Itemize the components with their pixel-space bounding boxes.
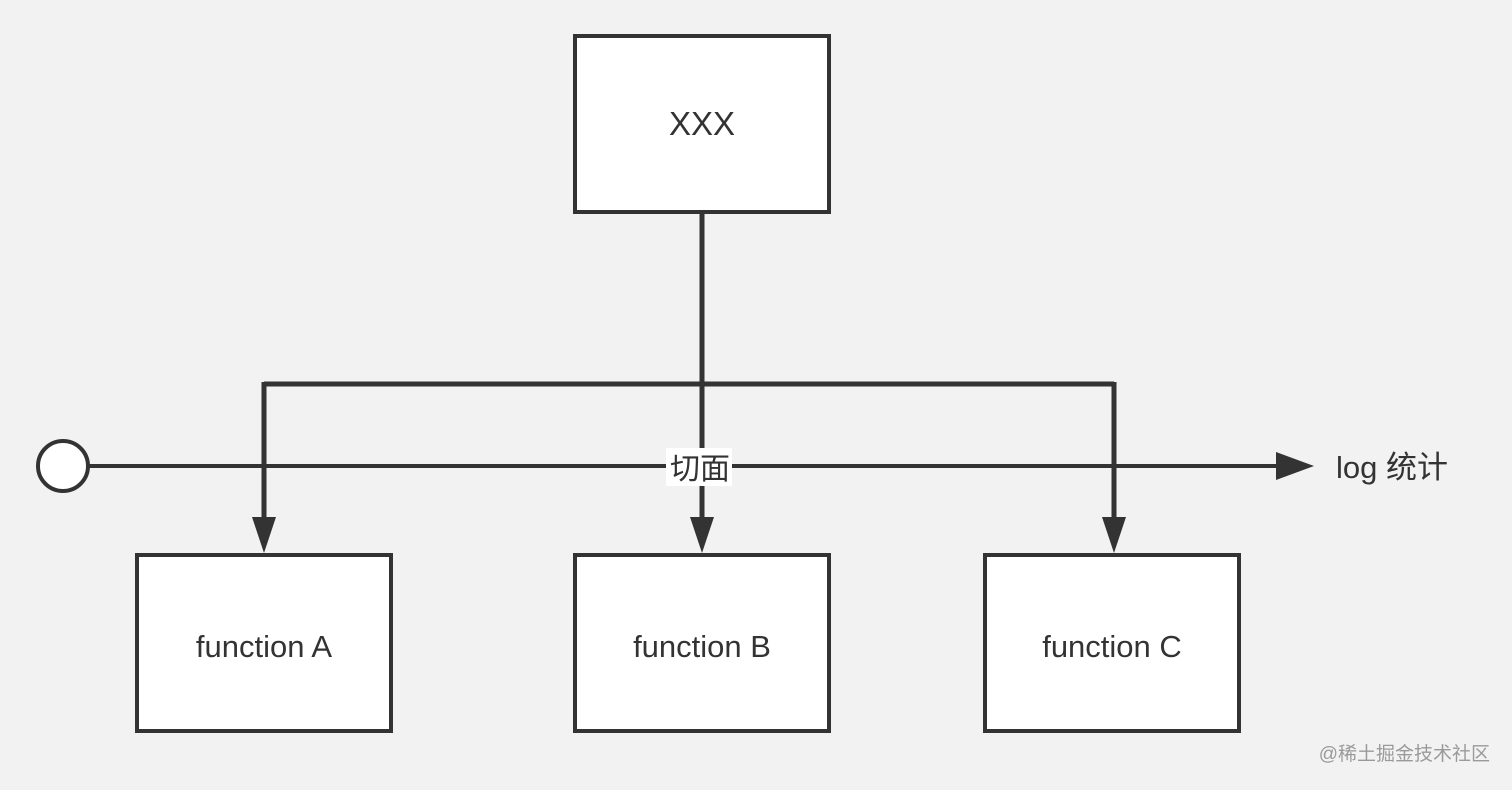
node-function-b-label: function B — [633, 629, 771, 664]
node-xxx: XXX — [573, 34, 831, 214]
node-function-c: function C — [983, 553, 1241, 733]
node-function-c-label: function C — [1042, 629, 1182, 664]
output-label: log 统计 — [1336, 450, 1448, 485]
aspect-label: 切面 — [670, 453, 730, 486]
aspect-label-group: 切面 — [666, 448, 732, 486]
aspect-arrowhead — [1276, 452, 1314, 480]
node-function-a-label: function A — [196, 629, 332, 664]
aspect-label-background — [666, 448, 732, 486]
node-xxx-label: XXX — [669, 105, 735, 142]
arrowhead-a — [252, 517, 276, 553]
node-function-b: function B — [573, 553, 831, 733]
arrowhead-c — [1102, 517, 1126, 553]
arrowhead-b — [690, 517, 714, 553]
start-circle — [36, 439, 90, 493]
node-function-a: function A — [135, 553, 393, 733]
watermark: @稀土掘金技术社区 — [1319, 743, 1490, 765]
